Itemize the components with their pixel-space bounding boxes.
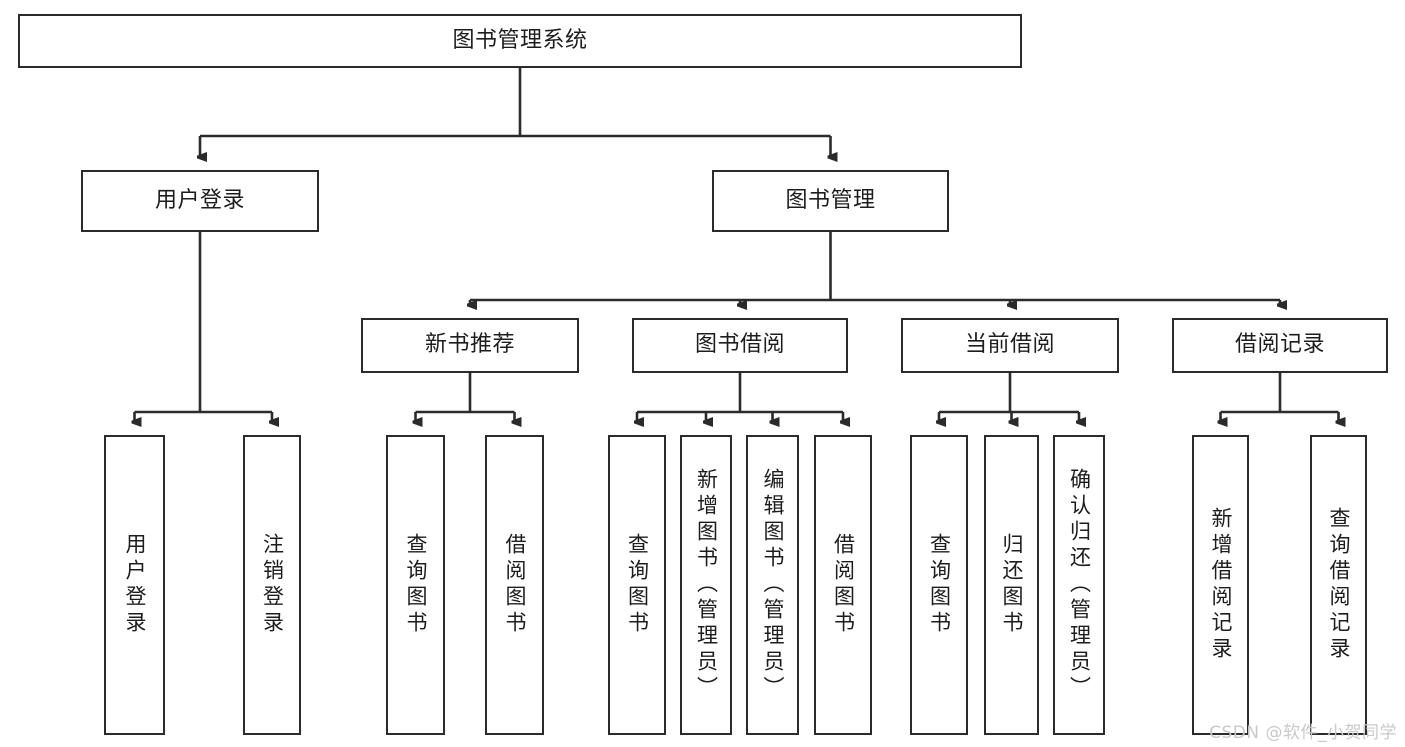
- node-leaf-add-borrow-record[interactable]: 新增借阅记录: [1192, 435, 1249, 735]
- node-label: 用户登录: [154, 187, 245, 213]
- node-label: 归还图书: [1000, 533, 1025, 637]
- node-label: 确认归还（管理员）: [1067, 468, 1092, 702]
- node-label: 查询图书: [404, 533, 429, 637]
- node-book-manage[interactable]: 图书管理: [712, 170, 949, 232]
- connector-group: [135, 68, 1339, 422]
- node-label: 图书管理系统: [452, 27, 588, 53]
- node-leaf-borrow-book-1[interactable]: 借阅图书: [485, 435, 544, 735]
- node-label: 新增图书（管理员）: [694, 468, 719, 702]
- node-label: 借阅图书: [831, 533, 856, 637]
- node-label: 查询图书: [927, 533, 952, 637]
- node-leaf-query-borrow-record[interactable]: 查询借阅记录: [1310, 435, 1367, 735]
- node-new-book-recommend[interactable]: 新书推荐: [361, 318, 579, 373]
- node-leaf-return-book[interactable]: 归还图书: [984, 435, 1039, 735]
- node-leaf-query-book-3[interactable]: 查询图书: [910, 435, 968, 735]
- node-leaf-query-book-2[interactable]: 查询图书: [608, 435, 666, 735]
- node-label: 注销登录: [260, 533, 285, 637]
- node-leaf-edit-book-admin[interactable]: 编辑图书（管理员）: [746, 435, 799, 735]
- node-leaf-confirm-return[interactable]: 确认归还（管理员）: [1053, 435, 1105, 735]
- node-root-system[interactable]: 图书管理系统: [18, 14, 1022, 68]
- node-label: 图书管理: [785, 187, 876, 213]
- node-borrow-record[interactable]: 借阅记录: [1172, 318, 1388, 373]
- node-leaf-query-book-1[interactable]: 查询图书: [386, 435, 445, 735]
- node-label: 当前借阅: [964, 332, 1055, 358]
- node-label: 新书推荐: [424, 332, 515, 358]
- node-label: 新增借阅记录: [1209, 507, 1234, 663]
- node-label: 查询借阅记录: [1327, 507, 1352, 663]
- node-leaf-user-login[interactable]: 用户登录: [104, 435, 165, 735]
- node-current-borrow[interactable]: 当前借阅: [901, 318, 1119, 373]
- node-leaf-add-book-admin[interactable]: 新增图书（管理员）: [680, 435, 732, 735]
- node-label: 编辑图书（管理员）: [761, 468, 786, 702]
- node-book-borrow[interactable]: 图书借阅: [632, 318, 848, 373]
- node-label: 借阅图书: [503, 533, 528, 637]
- node-leaf-user-logout[interactable]: 注销登录: [243, 435, 301, 735]
- node-label: 用户登录: [123, 533, 148, 637]
- node-label: 借阅记录: [1234, 332, 1325, 358]
- node-leaf-borrow-book-2[interactable]: 借阅图书: [814, 435, 872, 735]
- node-label: 图书借阅: [694, 332, 785, 358]
- node-label: 查询图书: [625, 533, 650, 637]
- node-user-login[interactable]: 用户登录: [81, 170, 319, 232]
